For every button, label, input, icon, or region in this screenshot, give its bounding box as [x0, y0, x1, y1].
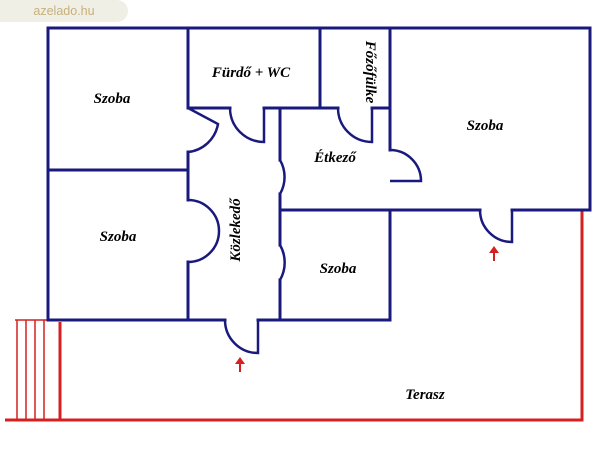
- door-szoba-top-left: [187, 106, 220, 154]
- door-szoba-top-right: [389, 148, 423, 183]
- label-szoba-top-left: Szoba: [94, 91, 131, 107]
- label-terasz: Terasz: [405, 387, 445, 403]
- entrance-arrows: [235, 246, 499, 372]
- label-szoba-mid-left: Szoba: [100, 229, 137, 245]
- entrance-arrow-main: [235, 357, 245, 372]
- label-szoba-small: Szoba: [320, 261, 357, 277]
- door-main-entrance: [223, 319, 260, 355]
- door-kitchenette: [336, 107, 374, 144]
- site-watermark: azelado.hu: [0, 0, 128, 22]
- stairs: [5, 319, 60, 422]
- terrace-outline: [58, 210, 584, 422]
- label-szoba-top-right: Szoba: [467, 118, 504, 134]
- doors: [187, 106, 514, 355]
- label-furdo-wc: Fürdő + WC: [211, 65, 291, 81]
- label-kozlekedo: Közlekedő: [228, 197, 244, 263]
- entrance-arrow-right: [489, 246, 499, 261]
- door-terrace-right: [478, 209, 514, 244]
- label-fozofulke: Főzőfülke: [362, 40, 378, 104]
- door-szoba-mid-left: [187, 198, 221, 264]
- door-bathroom: [228, 107, 266, 144]
- walls: [46, 26, 592, 322]
- door-etkezo: [278, 159, 286, 195]
- label-etkezo: Étkező: [313, 149, 357, 166]
- door-szoba-small: [278, 244, 286, 281]
